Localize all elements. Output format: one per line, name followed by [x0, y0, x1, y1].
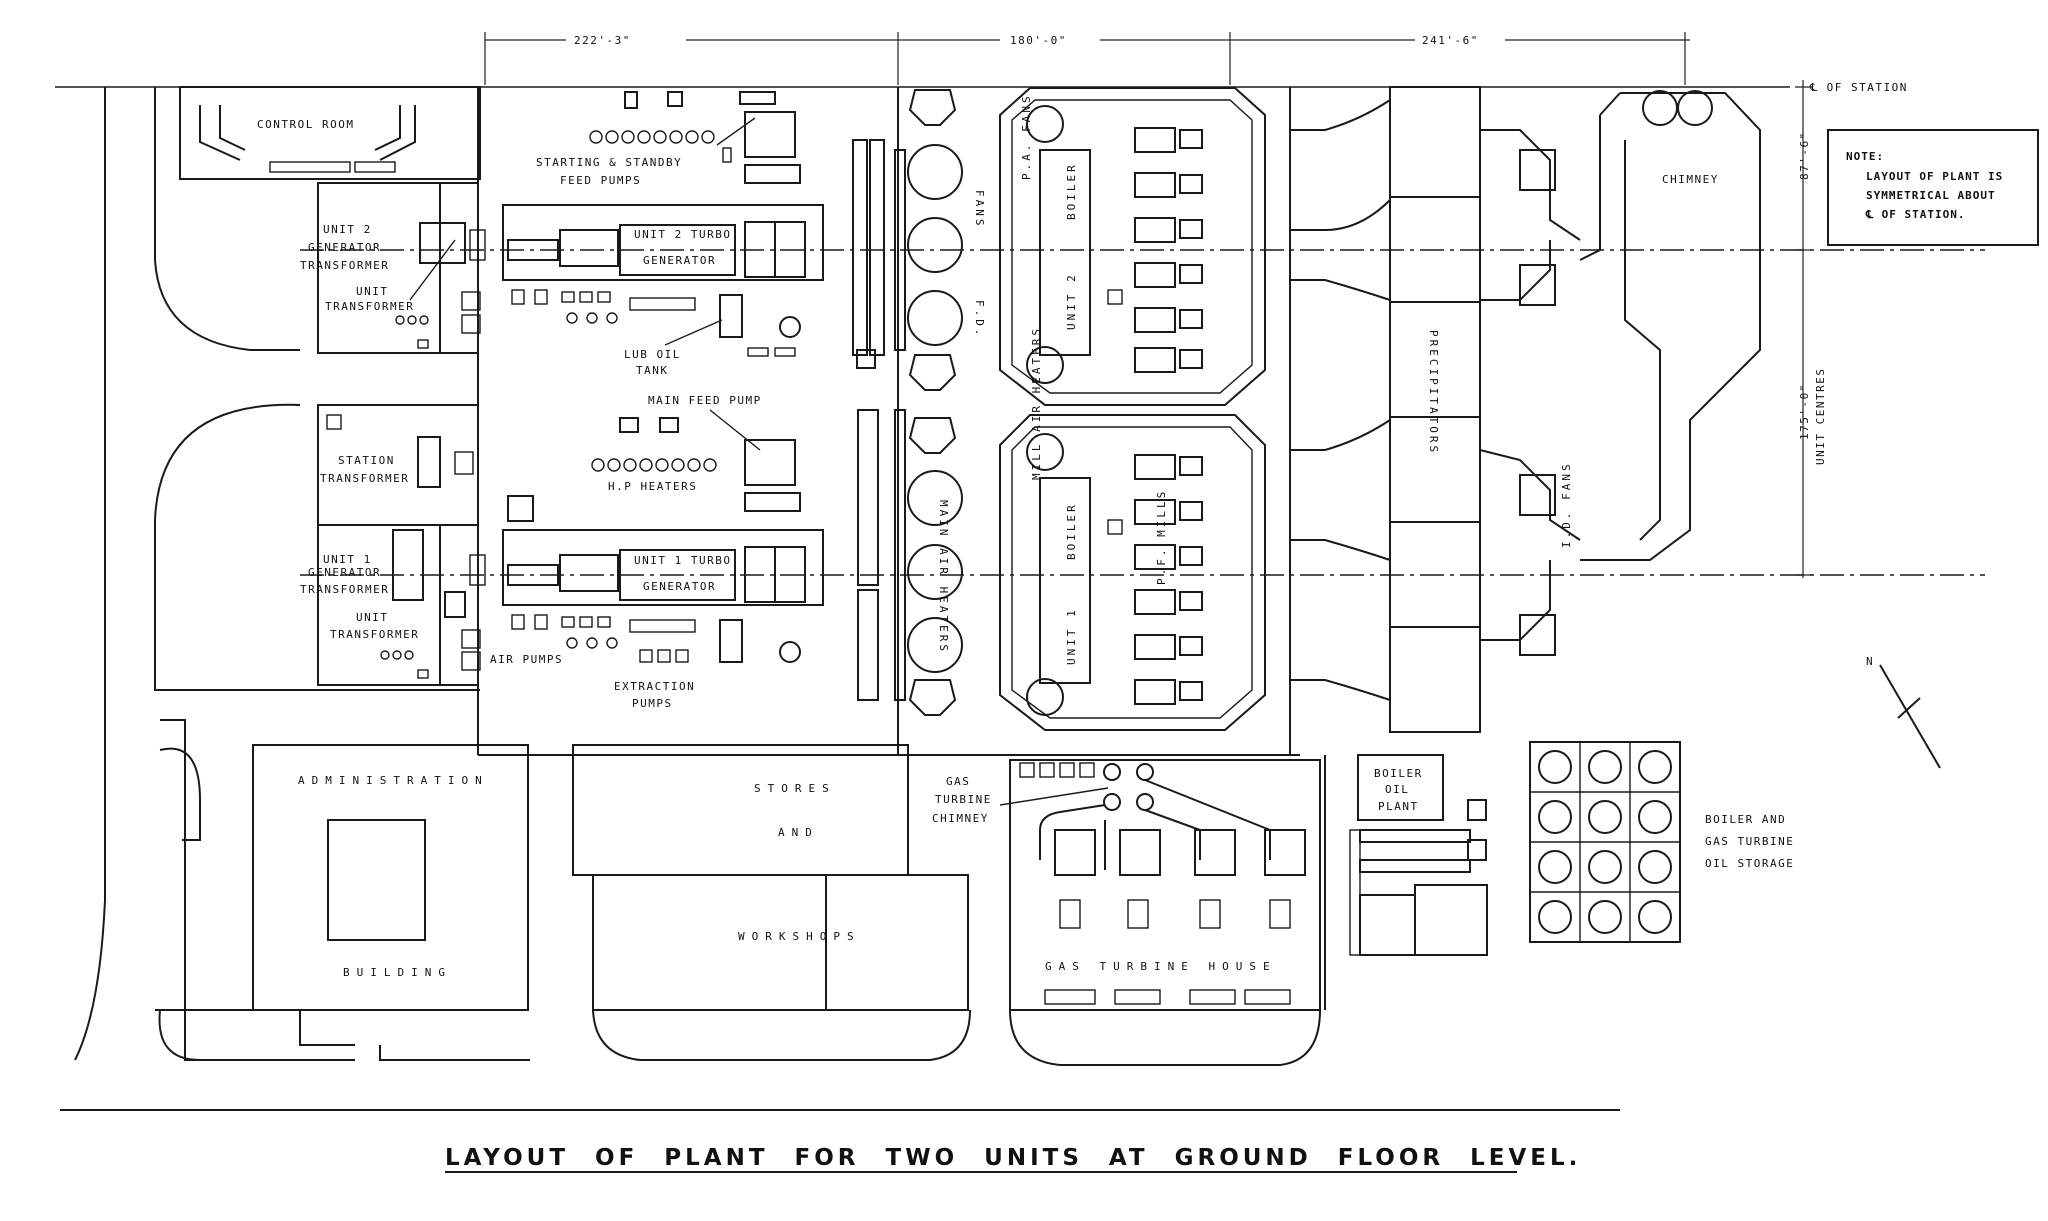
id-fans-label: I.D. FANS: [1560, 461, 1573, 548]
precipitators: PRECIPITATORS I.D. FANS: [1289, 86, 1581, 755]
starting-feed-pumps-2: FEED PUMPS: [560, 174, 641, 187]
unit1-label: UNIT 1: [1065, 607, 1078, 665]
unit2-gen-tr-1: UNIT 2: [323, 223, 372, 236]
air-pumps-label: AIR PUMPS: [490, 653, 563, 666]
workshops-label: WORKSHOPS: [738, 930, 861, 943]
north-arrow-icon: N: [1866, 655, 1941, 769]
pf-mills-label: P.F. MILLS: [1155, 489, 1168, 585]
unit2-turbo-1: UNIT 2 TURBO: [634, 228, 731, 241]
stores-label: STORES: [754, 782, 836, 795]
unit1-boiler-label: BOILER: [1065, 502, 1078, 560]
boiler-oil-plant-1: BOILER: [1374, 767, 1423, 780]
pa-fans-label: P.A. FANS: [1020, 93, 1033, 180]
unit2-boiler-label: BOILER: [1065, 162, 1078, 220]
station-tr-2: TRANSFORMER: [320, 472, 409, 485]
main-feed-pump-label: MAIN FEED PUMP: [648, 394, 762, 407]
gt-chimney-3: CHIMNEY: [932, 812, 989, 825]
dim-half-station: 87'-6": [1798, 131, 1811, 180]
lub-oil-2: TANK: [636, 364, 669, 377]
note-box: NOTE: LAYOUT OF PLANT IS SYMMETRICAL ABO…: [1827, 129, 2039, 246]
hp-heaters-label: H.P HEATERS: [608, 480, 697, 493]
mill-air-heaters-label: MILL AIR HEATERS: [1030, 326, 1043, 480]
right-dimension: 87'-6" 175'-0" UNIT CENTRES: [1795, 80, 1827, 578]
and-label: AND: [778, 826, 819, 839]
boiler-oil-plant-3: PLANT: [1378, 800, 1419, 813]
dim-right-span: 241'-6": [1422, 34, 1479, 47]
note-line2: SYMMETRICAL ABOUT: [1866, 189, 1996, 202]
unit2-unit-tr-2: TRANSFORMER: [325, 300, 414, 313]
oil-storage-tanks: BOILER AND GAS TURBINE OIL STORAGE: [1529, 741, 1794, 943]
unit2-turbine-area: STARTING & STANDBY FEED PUMPS UNIT 2 TUR…: [469, 91, 824, 377]
lub-oil-1: LUB OIL: [624, 348, 681, 361]
gas-turbine-house: GAS TURBINE CHIMNEY GAS TURBINE HOUSE: [932, 759, 1321, 1011]
stores-and-workshops: STORES AND WORKSHOPS: [572, 744, 969, 1011]
unit2-boiler: P.A. FANS BOILER UNIT 2: [999, 87, 1266, 406]
fd-label: F.D.: [973, 300, 986, 339]
note-line3: ℄ OF STATION.: [1865, 208, 1966, 221]
administration-label: ADMINISTRATION: [298, 774, 489, 787]
unit1-unit-tr-2: TRANSFORMER: [330, 628, 419, 641]
dim-left-span: 222'-3": [574, 34, 631, 47]
unit2-gen-tr-2: GENERATOR: [308, 241, 381, 254]
extraction-pumps-1: EXTRACTION: [614, 680, 695, 693]
oil-storage-3: OIL STORAGE: [1705, 857, 1794, 870]
gt-chimney-1: GAS: [946, 775, 970, 788]
drawing-title: LAYOUT OF PLANT FOR TWO UNITS AT GROUND …: [445, 1145, 1581, 1171]
control-room: CONTROL ROOM: [179, 86, 481, 180]
control-room-label: CONTROL ROOM: [257, 118, 354, 131]
unit1-turbine-area: MAIN FEED PUMP H.P HEATERS UNIT 1 TURBO …: [469, 394, 824, 710]
main-air-heaters-label: MAIN AIR HEATERS: [937, 500, 950, 654]
unit1-unit-tr-1: UNIT: [356, 611, 389, 624]
unit1-gen-tr-3: TRANSFORMER: [300, 583, 389, 596]
oil-storage-1: BOILER AND: [1705, 813, 1786, 826]
note-line1: LAYOUT OF PLANT IS: [1866, 170, 2003, 183]
unit2-gen-tr-3: TRANSFORMER: [300, 259, 389, 272]
chimney: CHIMNEY: [1579, 90, 1761, 561]
oil-storage-2: GAS TURBINE: [1705, 835, 1794, 848]
chimney-label: CHIMNEY: [1662, 173, 1719, 186]
unit1-gen-tr-2: GENERATOR: [308, 566, 381, 579]
unit1-gen-tr-1: UNIT 1: [323, 553, 372, 566]
fans-label: FANS: [973, 190, 986, 229]
top-dimension-line: 222'-3" 180'-0" 241'-6": [484, 32, 1690, 85]
unit2-turbo-2: GENERATOR: [643, 254, 716, 267]
boiler-oil-plant: BOILER OIL PLANT: [1324, 754, 1488, 1010]
building-label: BUILDING: [343, 966, 452, 979]
unit1-turbo-1: UNIT 1 TURBO: [634, 554, 731, 567]
north-label: N: [1866, 655, 1874, 668]
bunker-bay-strips: [852, 139, 906, 701]
unit2-unit-tr-1: UNIT: [356, 285, 389, 298]
unit2-label: UNIT 2: [1065, 272, 1078, 330]
air-heaters: FANS F.D. MAIN AIR HEATERS: [907, 89, 986, 716]
precipitators-label: PRECIPITATORS: [1427, 330, 1440, 455]
extraction-pumps-2: PUMPS: [632, 697, 673, 710]
unit1-boiler: MILL AIR HEATERS BOILER UNIT 1 P.F. MILL…: [999, 326, 1266, 731]
unit-centres-label: UNIT CENTRES: [1814, 368, 1827, 465]
starting-feed-pumps-1: STARTING & STANDBY: [536, 156, 682, 169]
boiler-oil-plant-2: OIL: [1385, 783, 1409, 796]
note-heading: NOTE:: [1846, 150, 1884, 163]
unit1-turbo-2: GENERATOR: [643, 580, 716, 593]
station-centre-label: ℄ OF STATION: [1809, 81, 1908, 94]
dim-unit-centres: 175'-0": [1798, 383, 1811, 440]
unit2-transformers: UNIT 2 GENERATOR TRANSFORMER UNIT TRANSF…: [300, 182, 481, 354]
gt-chimney-2: TURBINE: [935, 793, 992, 806]
site-roads: [60, 87, 1620, 1111]
unit1-transformers: STATION TRANSFORMER UNIT 1 GENERATOR TRA…: [300, 404, 481, 686]
station-tr-1: STATION: [338, 454, 395, 467]
administration-building: ADMINISTRATION BUILDING: [252, 744, 529, 1011]
dim-middle-span: 180'-0": [1010, 34, 1067, 47]
gas-turbine-house-label: GAS TURBINE HOUSE: [1045, 960, 1277, 973]
